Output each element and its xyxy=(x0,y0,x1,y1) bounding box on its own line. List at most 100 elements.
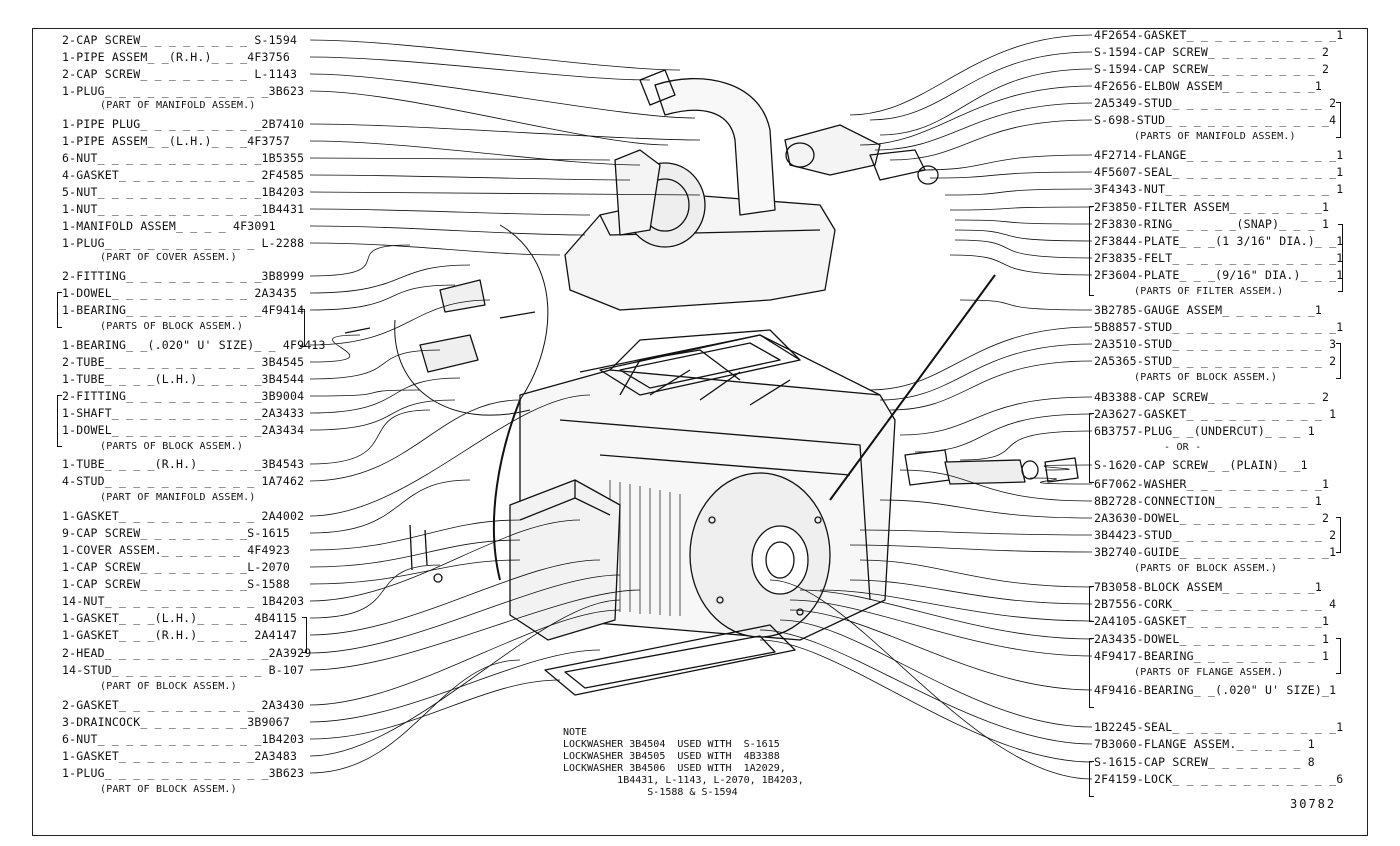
leader-line xyxy=(309,519,581,602)
leader-line xyxy=(309,73,696,119)
left-parts-note: (PART OF BLOCK ASSEM.) xyxy=(100,784,237,795)
leader-line xyxy=(309,191,701,196)
leader-line xyxy=(309,123,701,141)
left-parts-note: (PARTS OF BLOCK ASSEM.) xyxy=(100,441,244,452)
left-parts-label: 1-TUBE_ _ _ _(R.H.)_ _ _ _ _3B4543 xyxy=(62,457,305,471)
left-parts-label: 14-STUD_ _ _ _ _ _ _ _ _ _ _ B-107 xyxy=(62,663,305,677)
leader-line xyxy=(759,639,1093,763)
leader-line xyxy=(859,85,1093,146)
leader-line xyxy=(309,208,591,216)
leader-line xyxy=(309,264,471,294)
leader-line xyxy=(769,579,1093,780)
leader-line xyxy=(819,589,1093,622)
leader-line xyxy=(309,609,621,706)
right-parts-label: 4F2654-GASKET_ _ _ _ _ _ _ _ _ _ _1 xyxy=(1094,28,1344,42)
right-parts-label: 2F4159-LOCK_ _ _ _ _ _ _ _ _ _ _ _6 xyxy=(1094,772,1344,786)
left-parts-label: 1-PIPE ASSEM_ _(R.H.)_ _ _4F3756 xyxy=(62,50,290,64)
leader-line xyxy=(309,539,521,568)
right-parts-label: 2A5365-STUD_ _ _ _ _ _ _ _ _ _ _ 2 xyxy=(1094,354,1337,368)
left-parts-label: 1-MANIFOLD ASSEM_ _ _ _ 4F3091 xyxy=(62,219,276,233)
leader-line xyxy=(309,399,456,431)
left-parts-label: 6-NUT_ _ _ _ _ _ _ _ _ _ _ _1B4203 xyxy=(62,732,305,746)
note-line: LOCKWASHER 3B4505 USED WITH 4B3388 xyxy=(563,751,780,762)
left-parts-label: 1-CAP SCREW_ _ _ _ _ _ _ _L-2070 xyxy=(62,560,290,574)
left-parts-label: 2-CAP SCREW_ _ _ _ _ _ _ _ S-1594 xyxy=(62,33,298,47)
leader-line xyxy=(849,579,1093,605)
left-parts-note: (PART OF MANIFOLD ASSEM.) xyxy=(100,100,256,111)
left-parts-note: (PART OF COVER ASSEM.) xyxy=(100,252,237,263)
left-parts-label: 5-NUT_ _ _ _ _ _ _ _ _ _ _ _1B4203 xyxy=(62,185,305,199)
left-parts-label: 2-HEAD_ _ _ _ _ _ _ _ _ _ _ _2A3929 xyxy=(62,646,312,660)
left-parts-label: 1-GASKET_ _ _(L.H.)_ _ _ _ 4B4115 xyxy=(62,611,298,625)
right-parts-label: 4F5607-SEAL_ _ _ _ _ _ _ _ _ _ _ _1 xyxy=(1094,165,1344,179)
leader-line xyxy=(874,102,1093,151)
left-parts-label: 1-DOWEL_ _ _ _ _ _ _ _ _ _ _2A3434 xyxy=(62,423,305,437)
right-parts-label: 2A3435-DOWEL_ _ _ _ _ _ _ _ _ _ 1 xyxy=(1094,632,1330,646)
leader-line xyxy=(869,326,1093,391)
bracket-right-filter xyxy=(1089,206,1094,296)
left-parts-label: 1-PLUG_ _ _ _ _ _ _ _ _ _ _ _3B623 xyxy=(62,84,305,98)
right-parts-label: 2A3510-STUD_ _ _ _ _ _ _ _ _ _ _ 3 xyxy=(1094,337,1337,351)
right-parts-label: 4B3388-CAP SCREW_ _ _ _ _ _ _ _ 2 xyxy=(1094,390,1330,404)
right-parts-label: 4F9417-BEARING_ _ _ _ _ _ _ _ _ 1 xyxy=(1094,649,1330,663)
right-parts-label: 2A5349-STUD_ _ _ _ _ _ _ _ _ _ _ 2 xyxy=(1094,96,1337,110)
leader-line xyxy=(879,68,1093,136)
leader-line xyxy=(309,39,681,71)
note-line: LOCKWASHER 3B4504 USED WITH S-1615 xyxy=(563,739,780,750)
right-leader-lines xyxy=(759,34,1093,780)
leader-line xyxy=(789,599,1093,657)
bracket-left-dowel-bearing xyxy=(57,292,62,328)
leader-line xyxy=(929,171,1093,179)
left-parts-label: 1-SHAFT_ _ _ _ _ _ _ _ _ _ _2A3433 xyxy=(62,406,305,420)
left-parts-label: 2-FITTING_ _ _ _ _ _ _ _ _ _3B9004 xyxy=(62,389,305,403)
leader-line xyxy=(309,599,621,757)
right-parts-label: 3B2740-GUIDE_ _ _ _ _ _ _ _ _ _ _1 xyxy=(1094,545,1337,559)
leader-line xyxy=(914,413,1093,453)
leader-line xyxy=(869,51,1093,121)
left-parts-label: 4-GASKET_ _ _ _ _ _ _ _ _ _ 2F4585 xyxy=(62,168,305,182)
right-parts-note: (PARTS OF BLOCK ASSEM.) xyxy=(1134,372,1278,383)
leader-line xyxy=(879,343,1093,401)
left-parts-label: 1-BEARING_ _ _ _ _ _ _ _ _ _4F9414 xyxy=(62,303,305,317)
leader-line xyxy=(309,225,586,236)
right-parts-note: (PARTS OF FILTER ASSEM.) xyxy=(1134,286,1284,297)
left-parts-label: 1-GASKET_ _ _ _ _ _ _ _ _ _2A3483 xyxy=(62,749,298,763)
right-parts-label: 2A3627-GASKET_ _ _ _ _ _ _ _ _ _ 1 xyxy=(1094,407,1337,421)
leader-line xyxy=(849,34,1093,116)
leader-line xyxy=(309,394,591,517)
right-parts-label: 2F3835-FELT_ _ _ _ _ _ _ _ _ _ _ _1 xyxy=(1094,251,1344,265)
leader-line xyxy=(309,389,421,397)
right-parts-label: 2F3844-PLATE_ _ _(1 3/16" DIA.)_ _1 xyxy=(1094,234,1344,248)
leader-line xyxy=(309,349,441,380)
leader-line xyxy=(859,559,1093,588)
left-parts-label: 2-GASKET_ _ _ _ _ _ _ _ _ _ 2A3430 xyxy=(62,698,305,712)
bracket-right-block-studs xyxy=(1336,343,1341,379)
leader-line xyxy=(309,589,641,671)
bracket-right-dowel-stud xyxy=(1336,517,1341,553)
leader-line xyxy=(309,174,631,181)
leader-line xyxy=(889,119,1093,161)
left-parts-label: 1-PLUG_ _ _ _ _ _ _ _ _ _ _ _3B623 xyxy=(62,766,305,780)
right-parts-label: 6B3757-PLUG_ _(UNDERCUT)_ _ _ 1 xyxy=(1094,424,1315,438)
right-parts-label: 3B2785-GAUGE ASSEM_ _ _ _ _ _ _1 xyxy=(1094,303,1322,317)
leader-line xyxy=(789,609,1093,691)
pipe-assembly xyxy=(639,69,776,216)
left-parts-label: 4-STUD_ _ _ _ _ _ _ _ _ _ _ 1A7462 xyxy=(62,474,305,488)
leader-line xyxy=(759,629,1093,745)
side-tube xyxy=(492,399,521,581)
bracket-right-bearing xyxy=(1336,638,1341,674)
bracket-left-gaskets xyxy=(302,617,307,653)
right-parts-note: (PARTS OF FLANGE ASSEM.) xyxy=(1134,667,1284,678)
note-line: LOCKWASHER 3B4506 USED WITH 1A2029, xyxy=(563,763,786,774)
left-parts-note: (PARTS OF BLOCK ASSEM.) xyxy=(100,321,244,332)
head-studs xyxy=(409,524,443,583)
leader-line xyxy=(949,254,1093,276)
right-parts-label: 2A3630-DOWEL_ _ _ _ _ _ _ _ _ _ 2 xyxy=(1094,511,1330,525)
leader-line xyxy=(309,242,561,256)
right-parts-label: 8B2728-CONNECTION_ _ _ _ _ _ _ 1 xyxy=(1094,494,1322,508)
diagram-frame xyxy=(32,28,1368,836)
cover-assembly xyxy=(509,479,621,641)
right-parts-label: 4F2656-ELBOW ASSEM_ _ _ _ _ _ _1 xyxy=(1094,79,1322,93)
